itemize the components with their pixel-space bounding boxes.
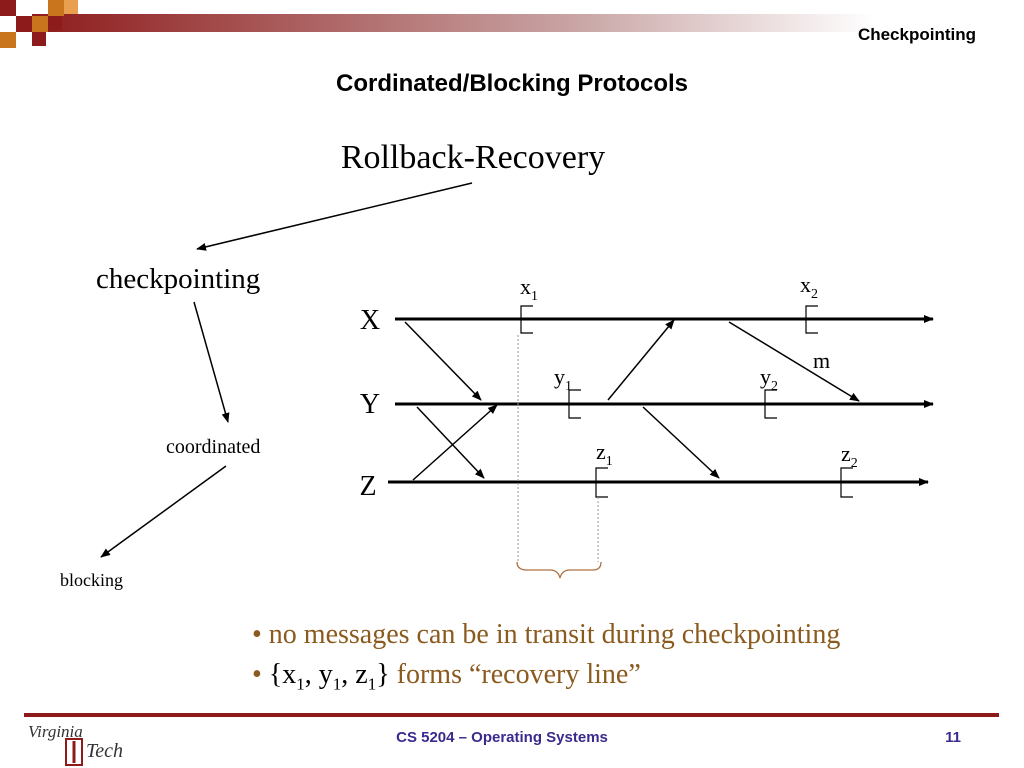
process-x-label: X — [360, 305, 380, 336]
process-y-label: Y — [360, 389, 380, 420]
message-y-to-z-1 — [416, 406, 485, 479]
tree-arrow-level2 — [100, 465, 227, 558]
footer-course: CS 5204 – Operating Systems — [396, 729, 608, 746]
process-z-label: Z — [359, 471, 376, 502]
message-y-to-z-2 — [642, 406, 720, 479]
page-number: 11 — [945, 729, 961, 746]
bullet-item-transit: • no messages can be in transit during c… — [252, 619, 841, 650]
checkpoint-z2-label: z2 — [841, 441, 858, 471]
tree-level3-label: blocking — [60, 570, 123, 590]
checkpoint-z2-bracket — [840, 467, 853, 498]
slide-title: Cordinated/Blocking Protocols — [335, 70, 689, 97]
bullet-list: • no messages can be in transit during c… — [252, 615, 840, 705]
checkpoint-x2-label: x2 — [800, 272, 818, 302]
bullet-item-recovery-line: • {x1, y1, z1} forms “recovery line” — [252, 659, 641, 694]
tree-root-label: Rollback-Recovery — [341, 139, 605, 176]
footer-divider — [24, 713, 999, 717]
tree-arrow-root — [196, 182, 473, 251]
checkpoint-z1-bracket — [595, 467, 608, 498]
checkpoint-x2-bracket — [805, 305, 818, 334]
header-bar — [0, 0, 1024, 48]
message-m-x-to-y — [728, 321, 860, 402]
section-title: Checkpointing — [857, 25, 976, 44]
checkpoint-y1-label: y1 — [554, 364, 572, 394]
message-x-to-y-1 — [404, 321, 482, 401]
svg-text:Virginia: Virginia — [28, 722, 83, 741]
virginia-tech-logo: Virginia Tech — [28, 722, 123, 766]
checkpoint-z1-label: z1 — [596, 439, 613, 469]
svg-text:Tech: Tech — [86, 740, 123, 762]
tree-arrow-level1 — [193, 301, 230, 423]
message-m-label: m — [813, 348, 830, 373]
tree-level1-label: checkpointing — [96, 263, 260, 295]
checkpoint-x1-label: x1 — [520, 274, 538, 304]
recovery-line-brace — [516, 561, 602, 579]
message-y-to-x — [607, 319, 675, 401]
checkpoint-y2-label: y2 — [760, 364, 778, 394]
header-decoration-squares — [0, 0, 78, 48]
checkpoint-y1-bracket — [568, 389, 581, 419]
tree-level2-label: coordinated — [166, 436, 260, 458]
checkpoint-y2-bracket — [764, 389, 777, 419]
message-z-to-y-1 — [412, 404, 498, 481]
checkpoint-x1-bracket — [520, 305, 533, 334]
